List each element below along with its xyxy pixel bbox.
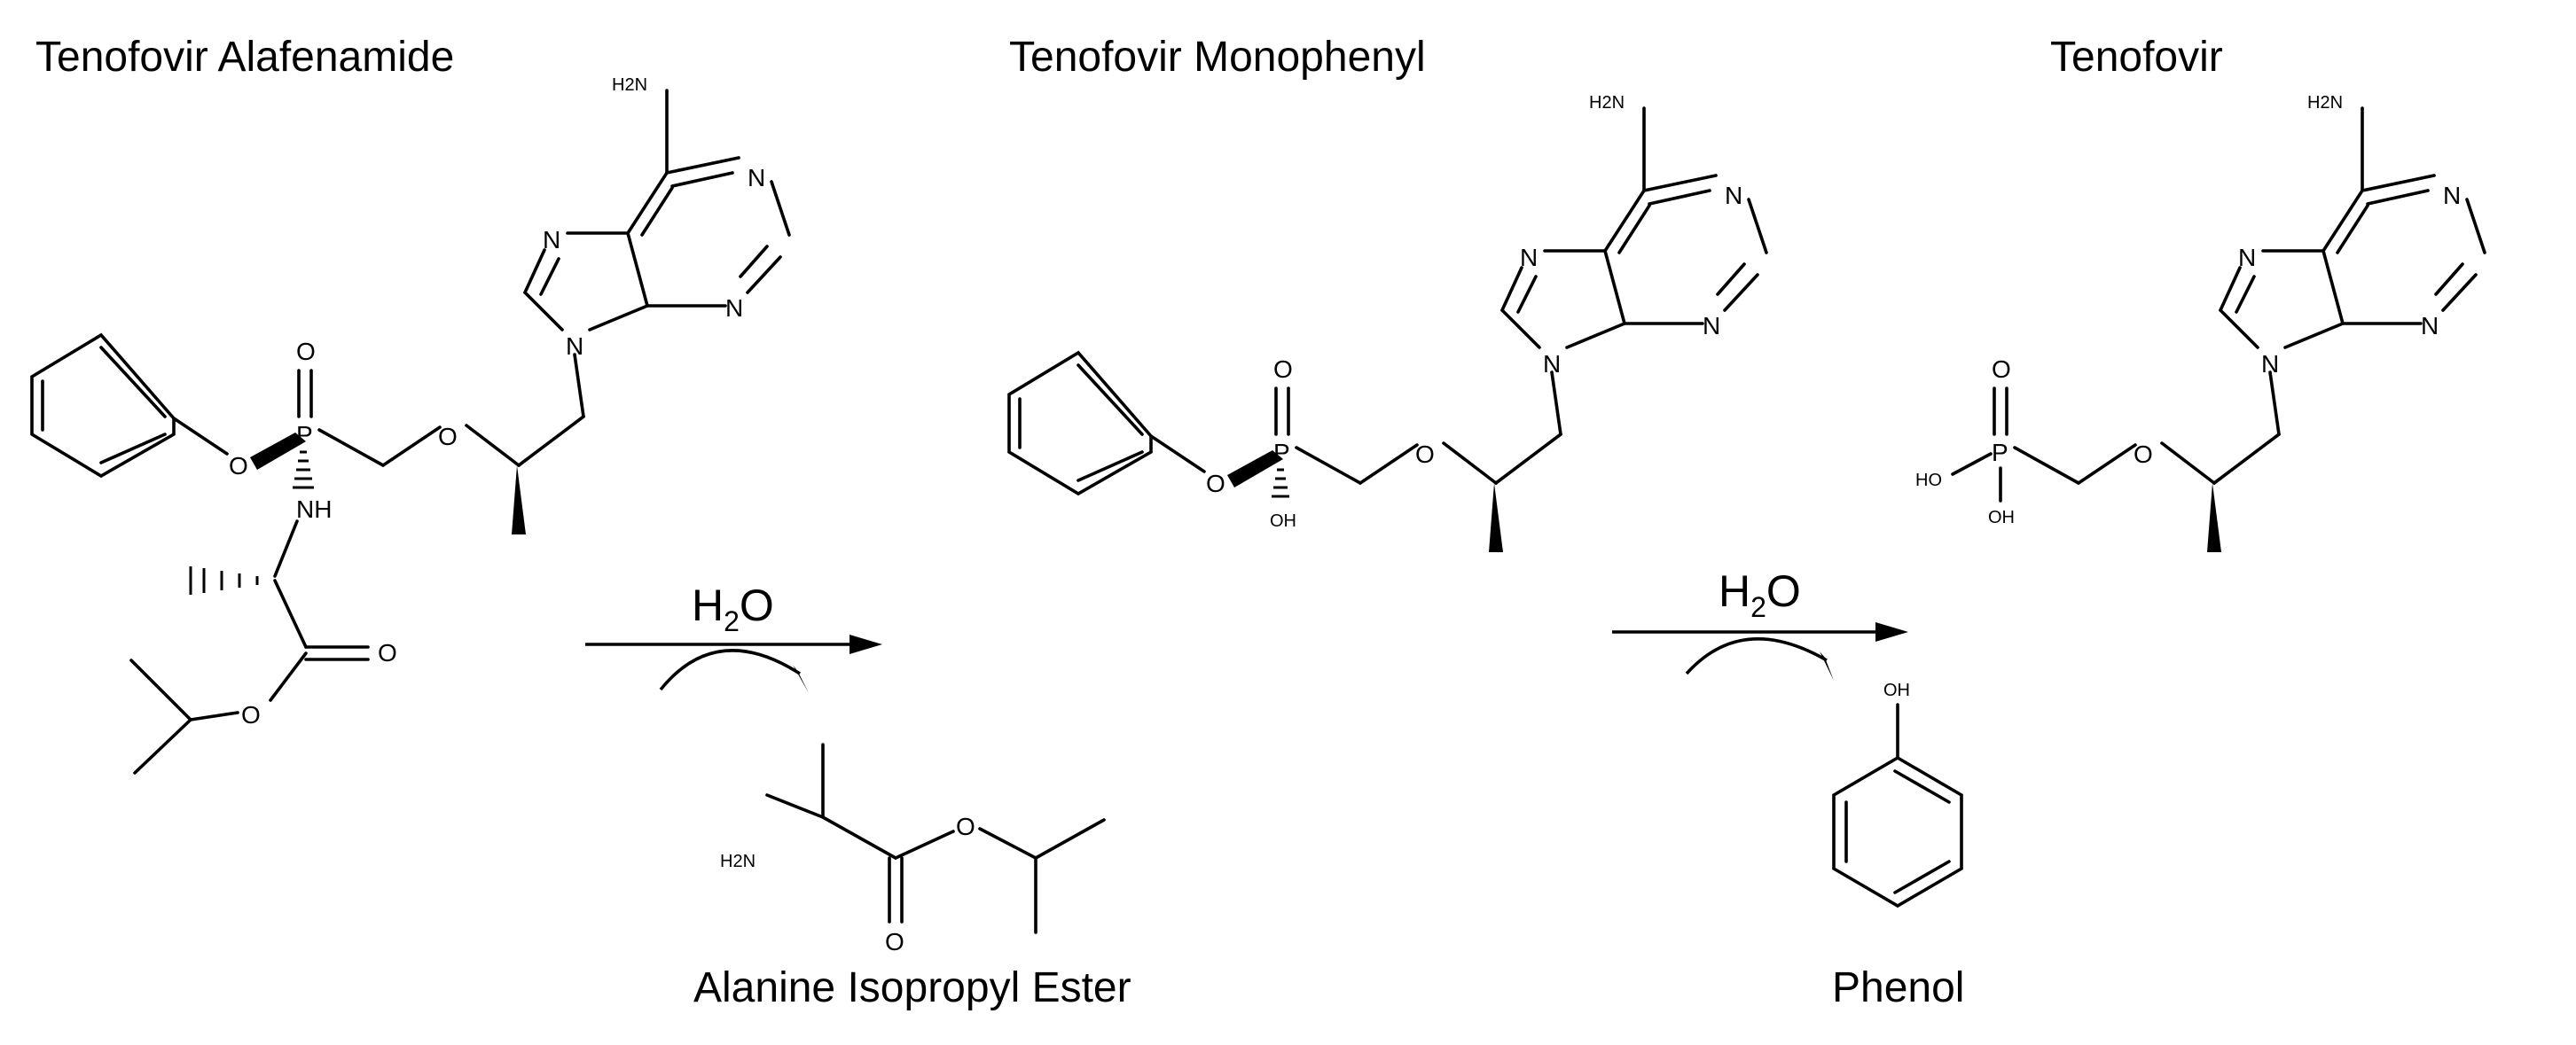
name-tenofovir-monophenyl: Tenofovir Monophenyl bbox=[1009, 34, 1426, 81]
atom-oh: OH bbox=[1883, 681, 1910, 700]
atom-n3: N bbox=[1703, 312, 1720, 339]
atom-nh2: H2N bbox=[720, 852, 756, 871]
atom-o-double: O bbox=[1992, 355, 2011, 383]
structure-tenofovir-monophenyl: H2N N N N N O P O O OH bbox=[1007, 93, 1768, 552]
atom-o-ester: O bbox=[241, 701, 261, 729]
structure-alanine-isopropyl-ester: H2N O O bbox=[720, 743, 1106, 955]
name-tenofovir-alafenamide: Tenofovir Alafenamide bbox=[35, 34, 454, 81]
atom-n9: N bbox=[2261, 350, 2279, 378]
atom-o-carbonyl: O bbox=[885, 928, 904, 955]
atom-o-double: O bbox=[296, 338, 316, 365]
atom-o-carbonyl: O bbox=[378, 639, 397, 667]
atom-p: P bbox=[1273, 439, 1290, 466]
atom-p: P bbox=[1992, 439, 2008, 466]
atom-ho: HO bbox=[1915, 471, 1942, 490]
atom-n3: N bbox=[725, 294, 743, 322]
atom-n9: N bbox=[566, 332, 583, 360]
atom-n1: N bbox=[748, 164, 765, 191]
name-phenol: Phenol bbox=[1832, 964, 1964, 1011]
structure-phenol: OH bbox=[1832, 681, 1963, 909]
atom-n1: N bbox=[1725, 182, 1742, 209]
atom-o-ether: O bbox=[1415, 441, 1435, 468]
atom-nh2: H2N bbox=[2307, 93, 2343, 113]
atom-o-ether: O bbox=[438, 423, 458, 450]
atom-nh2: H2N bbox=[1589, 93, 1625, 113]
atom-p: P bbox=[296, 421, 313, 448]
structure-tenofovir: H2N N N N N O P O HO OH bbox=[1915, 93, 2486, 552]
atom-n3: N bbox=[2421, 312, 2439, 339]
atom-n1: N bbox=[2443, 182, 2461, 209]
atom-n7: N bbox=[2238, 244, 2256, 271]
structure-tenofovir-alafenamide: H2N N N N N O P O O NH O O bbox=[30, 75, 791, 775]
reagent-h2o-2: H2O bbox=[1719, 566, 1801, 623]
atom-o-phenoxy: O bbox=[1206, 470, 1225, 497]
atom-n7: N bbox=[543, 226, 560, 253]
name-tenofovir: Tenofovir bbox=[2050, 34, 2223, 81]
atom-n9: N bbox=[1543, 350, 1561, 378]
atom-o-phenoxy: O bbox=[229, 452, 248, 480]
atom-o-double: O bbox=[1273, 355, 1293, 383]
reaction-arrow-2: H2O bbox=[1612, 566, 1908, 681]
reaction-arrow-1: H2O bbox=[585, 581, 882, 693]
atom-nh2: H2N bbox=[612, 75, 647, 95]
atom-n7: N bbox=[1520, 244, 1538, 271]
name-alanine-isopropyl-ester: Alanine Isopropyl Ester bbox=[693, 964, 1131, 1011]
reagent-h2o-1: H2O bbox=[692, 581, 774, 637]
atom-o-ether: O bbox=[2134, 441, 2153, 468]
atom-o-ester: O bbox=[956, 813, 975, 840]
atom-oh: OH bbox=[1988, 508, 2015, 527]
atom-oh: OH bbox=[1270, 511, 1296, 531]
atom-nh: NH bbox=[296, 495, 332, 523]
